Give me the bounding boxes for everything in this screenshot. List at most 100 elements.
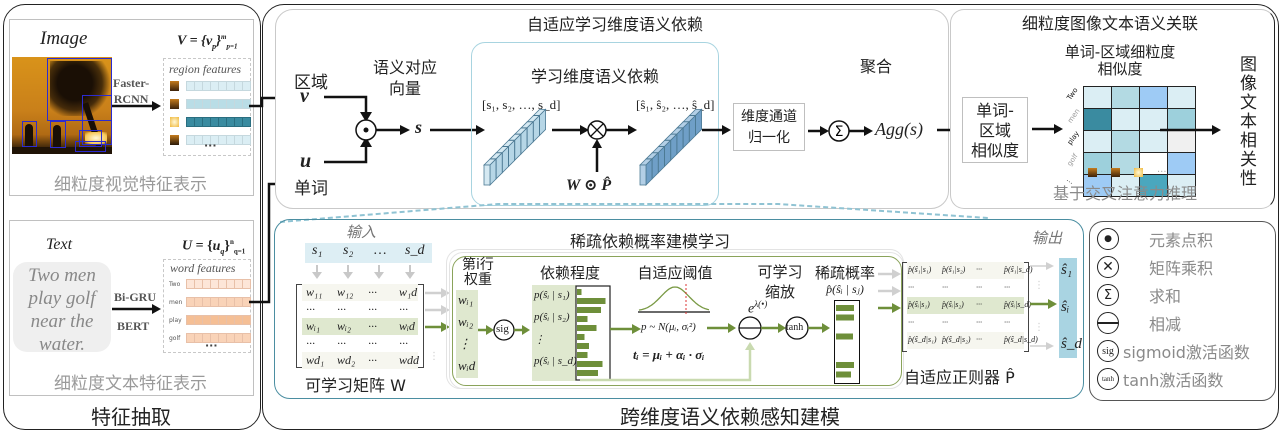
dependency-bar xyxy=(577,298,606,304)
heatmap-cell xyxy=(1167,174,1196,197)
association-title: 细粒度图像文本语义关联 xyxy=(1021,14,1198,33)
faster-rcnn-label: Faster- RCNN xyxy=(113,75,149,107)
sample-sentence: Two men play golf near the water. xyxy=(13,262,111,355)
word-feature-vector xyxy=(186,279,251,289)
word-feature-vector xyxy=(186,333,251,343)
word-label: 单词 xyxy=(294,179,328,199)
visual-formula: V = {vp}mp=1 xyxy=(177,33,238,51)
dependency-bar xyxy=(577,361,603,367)
heatmap-cell xyxy=(1111,174,1140,197)
region-thumb xyxy=(170,81,179,91)
heatmap-cell xyxy=(1167,152,1196,175)
heatmap-cell xyxy=(1111,130,1140,153)
semantic-vector-label: 语义对应 向量 xyxy=(372,57,438,99)
p-cell: ··· xyxy=(908,317,914,327)
dependency-item: p(ŝᵢ | s_d) xyxy=(534,355,577,367)
svg-text:⋮: ⋮ xyxy=(1034,280,1044,291)
region-thumb-person-2 xyxy=(1111,168,1120,177)
matrix-product-flow xyxy=(552,120,637,172)
feature-cell xyxy=(242,81,251,91)
input-item: s₂ xyxy=(343,243,354,258)
row-weight: ⋮ xyxy=(458,336,471,351)
heatmap xyxy=(1083,86,1196,197)
feature-cell xyxy=(242,99,251,109)
matrix-row-bg xyxy=(302,284,418,301)
relevance-output-label: 图像文本相关性 xyxy=(1240,55,1257,189)
feature-extraction-title: 特征抽取 xyxy=(91,405,171,429)
matrix-cell: w₁₂ xyxy=(337,285,354,299)
legend-label: 相减 xyxy=(1149,315,1182,334)
output-strip xyxy=(1059,258,1077,358)
p-cell: ··· xyxy=(976,317,982,327)
p-cell: p̂(ŝᵢ|s_d) xyxy=(1004,300,1032,309)
word-ellipsis: ··· xyxy=(205,339,218,352)
p-row-bg xyxy=(907,262,1024,279)
word-token: Two xyxy=(169,281,181,288)
regularizer-row-arrows xyxy=(878,269,901,313)
learnable-matrix-caption: 可学习矩阵 W xyxy=(305,372,406,396)
legend-box xyxy=(1089,221,1276,401)
input-strip xyxy=(305,243,432,263)
input-title: 输入 xyxy=(346,225,377,241)
p-cell: p̂(ŝ₁|s_d) xyxy=(1004,265,1033,274)
matrix-cell: w₁d xyxy=(399,285,418,299)
sentence-line-2: play golf xyxy=(28,288,96,309)
row-weight-title-2: 权重 xyxy=(464,272,492,288)
sparse-prob-bars xyxy=(836,305,854,378)
region-label: 区域 xyxy=(294,73,328,93)
output-item: ŝ_d xyxy=(1061,336,1082,352)
p-cell: ··· xyxy=(908,282,914,292)
row-weight: wᵢ₂ xyxy=(458,314,474,329)
sigmoid-flow xyxy=(478,319,530,341)
p-cell: ··· xyxy=(976,282,982,292)
input-down-arrows xyxy=(312,265,415,279)
sparse-bar xyxy=(836,333,853,340)
matrix-cell: wdd xyxy=(399,353,420,367)
dependency-item: ⋮ xyxy=(534,334,545,346)
dependency-bar xyxy=(577,316,588,322)
feature-cell xyxy=(242,135,251,145)
text-caption: 细粒度文本特征表示 xyxy=(54,374,207,394)
dot-product-icon: ● xyxy=(1097,228,1119,250)
aggregate-output: Agg(s) xyxy=(875,119,923,140)
region-thumb-person-1 xyxy=(1088,168,1097,177)
p-row-bg xyxy=(907,297,1024,314)
subtract-tanh-flow xyxy=(738,316,830,340)
word-token: play xyxy=(169,317,182,324)
region-feature-vector xyxy=(186,117,251,127)
person-2 xyxy=(53,125,61,148)
dependency-bars xyxy=(575,285,611,381)
threshold-formula: tᵢ = μᵢ + αᵢ · σᵢ xyxy=(633,347,705,362)
heatmap-title-line-2: 相似度 xyxy=(1097,60,1143,78)
text-formula: U = {uq}nq=1 xyxy=(182,238,246,256)
input-item: s₁ xyxy=(312,243,323,258)
matrix-row-arrows: ⋮ xyxy=(425,288,450,362)
heatmap-cell xyxy=(1167,86,1196,109)
heatmap-cell xyxy=(1083,174,1112,197)
dependency-bar xyxy=(577,334,585,340)
dependency-bar xyxy=(577,325,597,331)
stack-layer-2 xyxy=(449,252,904,389)
region-symbol: v xyxy=(300,85,309,107)
sig-label: sig xyxy=(496,323,509,335)
similarity-line-1: 单词- xyxy=(976,101,1014,120)
region-ellipsis: ··· xyxy=(204,139,217,152)
heatmap-cell xyxy=(1111,86,1140,109)
svg-text:⋮: ⋮ xyxy=(429,351,439,362)
gaussian-curve xyxy=(638,284,710,316)
semantic-vector-line-1: 语义对应 xyxy=(372,58,437,77)
region-feature-vector xyxy=(186,81,251,91)
output-title: 输出 xyxy=(1032,231,1063,247)
weight-regularizer-label: W ⊙ P̂ xyxy=(566,177,612,194)
word-token: golf xyxy=(169,335,181,342)
cross-attention-caption: 基于交叉注意力推理 xyxy=(1052,184,1197,203)
region-feature-vector xyxy=(186,99,251,109)
output-vector-bar xyxy=(639,108,703,186)
matrix-cell: ··· xyxy=(368,353,377,367)
matrix-caption-text: 可学习矩阵 W xyxy=(305,376,406,395)
matrix-cell: ··· xyxy=(399,302,408,316)
bert-label: BERT xyxy=(117,319,150,333)
word-features-label: word features xyxy=(170,261,236,275)
